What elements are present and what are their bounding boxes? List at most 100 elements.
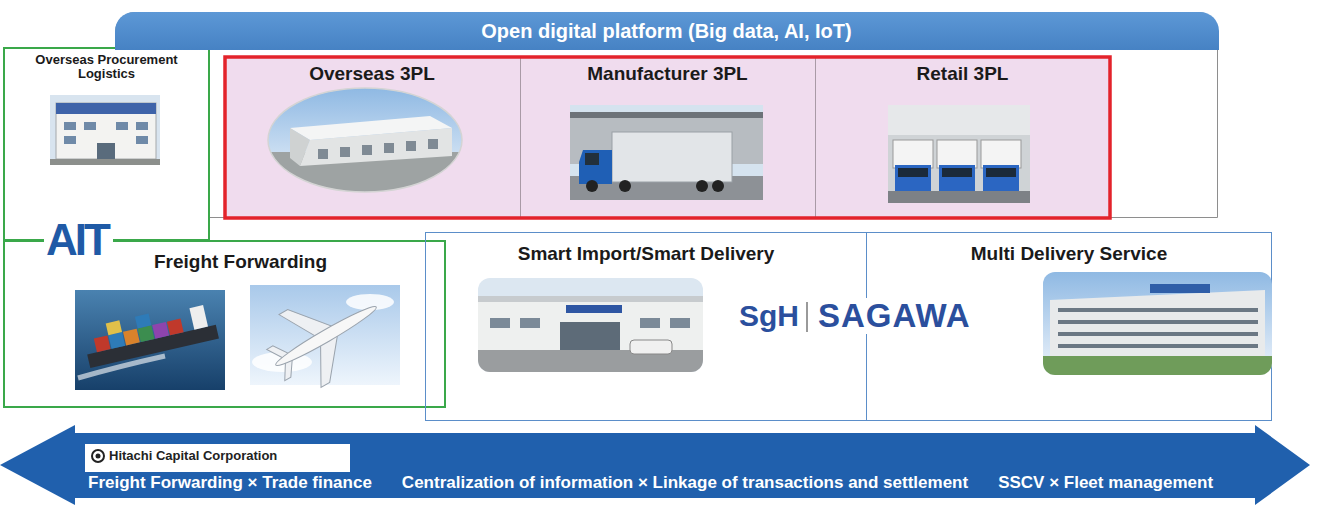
retail-3pl-photo (898, 168, 928, 177)
manufacturer-3pl-photo (612, 132, 732, 182)
company-name: Hitachi Capital Corporation (85, 444, 350, 468)
overseas-3pl-photo (318, 149, 328, 159)
procurement-photo (84, 122, 96, 130)
overseas-3pl-photo (340, 147, 350, 157)
arrow-caption: Freight Forwarding × Trade finance (88, 473, 372, 493)
manufacturer-3pl-photo (712, 180, 724, 192)
airplane-photo (346, 294, 394, 310)
service-cell: Manufacturer 3PL (520, 57, 815, 218)
retail-3pl-photo (986, 168, 1016, 177)
company-logo-box: Hitachi Capital Corporation (85, 444, 350, 472)
procurement-photo (116, 122, 128, 130)
company-logo: AIT (44, 218, 113, 262)
procurement-photo (97, 143, 115, 159)
multi-delivery-photo (1058, 332, 1258, 336)
cell-heading: Retail 3PL (816, 57, 1110, 86)
airplane-photo (252, 352, 312, 372)
retail-3pl-photo (888, 105, 1030, 203)
panel-heading: Open digital platform (Big data, AI, IoT… (115, 12, 1219, 50)
platform-panel: Open digital platform (Big data, AI, IoT… (115, 12, 1218, 218)
finance-arrow: Freight Forwarding × Trade finance Centra… (0, 425, 1310, 505)
airplane-photo (255, 271, 397, 402)
multi-delivery-photo (1043, 272, 1272, 375)
double-arrow (0, 425, 1310, 505)
overseas-3pl-photo (362, 145, 372, 155)
overseas-3pl-photo (290, 116, 452, 140)
smart-import-photo (478, 350, 703, 372)
ship-photo (189, 305, 208, 330)
cell-heading: Manufacturer 3PL (521, 57, 815, 86)
highlight-frame (225, 57, 1110, 218)
smart-import-photo (640, 318, 660, 328)
manufacturer-3pl-photo (570, 112, 763, 118)
multi-delivery-photo (1043, 272, 1272, 375)
multi-delivery-photo (1043, 356, 1272, 375)
arrow-caption: Centralization of information × Linkage … (402, 473, 968, 493)
retail-3pl-photo (937, 140, 977, 168)
ship-photo (152, 322, 169, 339)
overseas-3pl-photo (300, 128, 452, 166)
procurement-photo (50, 95, 160, 165)
procurement-photo (64, 136, 76, 144)
retail-3pl-photo (893, 140, 933, 168)
overseas-3pl-photo (290, 128, 310, 166)
hitachi-emblem (92, 450, 104, 462)
airplane-photo (277, 358, 301, 381)
ship-photo (106, 320, 122, 335)
retail-3pl-photo (942, 168, 972, 177)
hitachi-emblem (96, 454, 101, 459)
manufacturer-3pl-photo (585, 153, 599, 165)
ship-photo (167, 319, 184, 336)
procurement-photo (50, 95, 160, 165)
overseas-3pl-photo (268, 88, 462, 192)
multi-delivery-photo (1058, 308, 1258, 312)
manufacturer-3pl-photo (570, 105, 763, 200)
ship-photo (135, 314, 151, 329)
multi-delivery-photo (1058, 344, 1258, 348)
ship-photo (87, 325, 219, 368)
ship-photo (75, 290, 225, 390)
box-heading: Smart Import/Smart Delivery (426, 233, 866, 266)
hitachi-emblem (92, 450, 104, 462)
arrow-caption: SSCV × Fleet management (998, 473, 1213, 493)
ship-photo (123, 329, 140, 346)
overseas-3pl-photo (384, 143, 394, 153)
manufacturer-3pl-photo (619, 180, 631, 192)
ship-photo (138, 325, 155, 342)
smart-import-photo (560, 322, 620, 350)
company-logo: SgH (736, 298, 802, 334)
box-heading: Overseas Procurement Logistics (5, 49, 208, 81)
airplane-photo (279, 294, 335, 349)
manufacturer-3pl-photo (696, 180, 708, 192)
service-cell: Retail 3PL (815, 57, 1110, 218)
smart-import-photo (520, 318, 540, 328)
retail-3pl-photo (983, 165, 1019, 191)
smart-import-photo (490, 318, 510, 328)
procurement-photo (50, 159, 160, 165)
airplane-photo (250, 285, 400, 385)
forwarding-box: Freight Forwarding (3, 240, 446, 408)
airplane-photo (273, 302, 379, 370)
procurement-box: Overseas Procurement Logistics (3, 47, 210, 241)
company-logo: SAGAWA (812, 298, 977, 334)
ship-photo (94, 335, 111, 352)
smart-import-photo (478, 302, 703, 350)
overseas-3pl-photo (268, 152, 462, 192)
airplane-photo (302, 333, 358, 388)
procurement-photo (56, 103, 156, 159)
multi-delivery-photo (1058, 320, 1258, 324)
ship-photo (78, 356, 165, 378)
multi-delivery-photo (1050, 290, 1265, 358)
overseas-3pl-photo (406, 141, 416, 151)
overseas-3pl-photo (268, 88, 462, 192)
smart-import-photo (478, 278, 703, 372)
logo-holder: AIT (44, 218, 113, 262)
manufacturer-3pl-photo (570, 176, 763, 200)
retail-3pl-photo (939, 165, 975, 191)
manufacturer-3pl-photo (570, 105, 763, 200)
manufacturer-3pl-photo (579, 150, 612, 184)
multi-delivery-photo (1150, 284, 1210, 293)
procurement-photo (56, 103, 156, 114)
